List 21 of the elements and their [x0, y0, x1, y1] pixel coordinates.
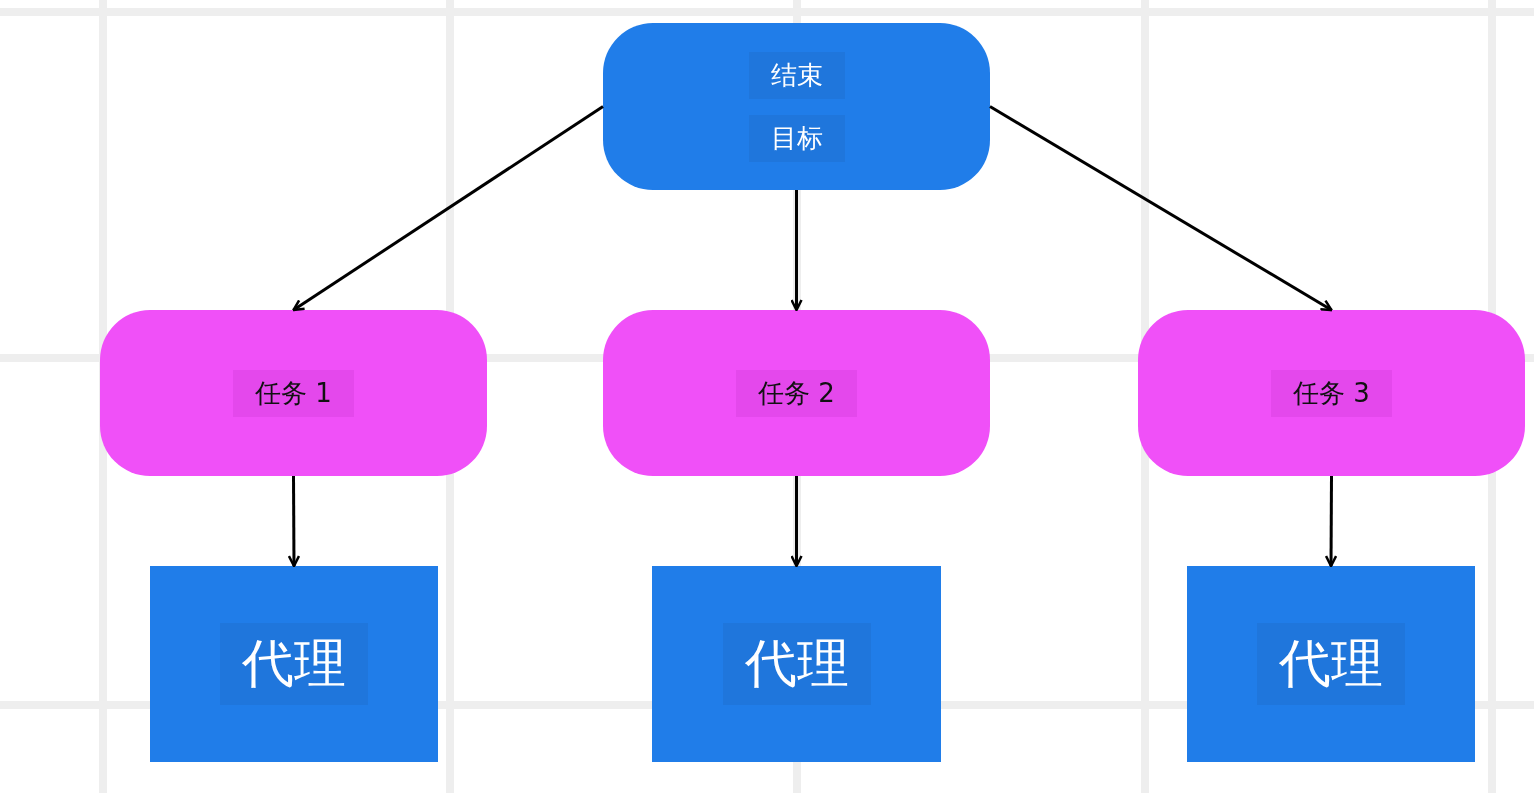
arrow [287, 476, 301, 568]
node-label: 任务 2 [736, 369, 857, 417]
arrow [1324, 476, 1338, 568]
task-box [1138, 310, 1525, 476]
node-label: 代理 [1257, 623, 1405, 705]
agent-box [652, 566, 941, 762]
node-label: 结束 [748, 51, 845, 99]
node-label: 目标 [748, 114, 845, 162]
arrow [790, 190, 803, 312]
node-label: 代理 [220, 623, 368, 705]
agent-box [150, 566, 438, 762]
goal-box [603, 23, 990, 190]
node-label: 任务 1 [233, 369, 354, 417]
node-label: 任务 3 [1271, 369, 1392, 417]
agent-box [1187, 566, 1475, 762]
arrow [292, 105, 604, 312]
arrow [989, 105, 1333, 312]
task-box [100, 310, 487, 476]
task-box [603, 310, 990, 476]
node-label: 代理 [722, 623, 871, 705]
arrow [790, 476, 803, 568]
